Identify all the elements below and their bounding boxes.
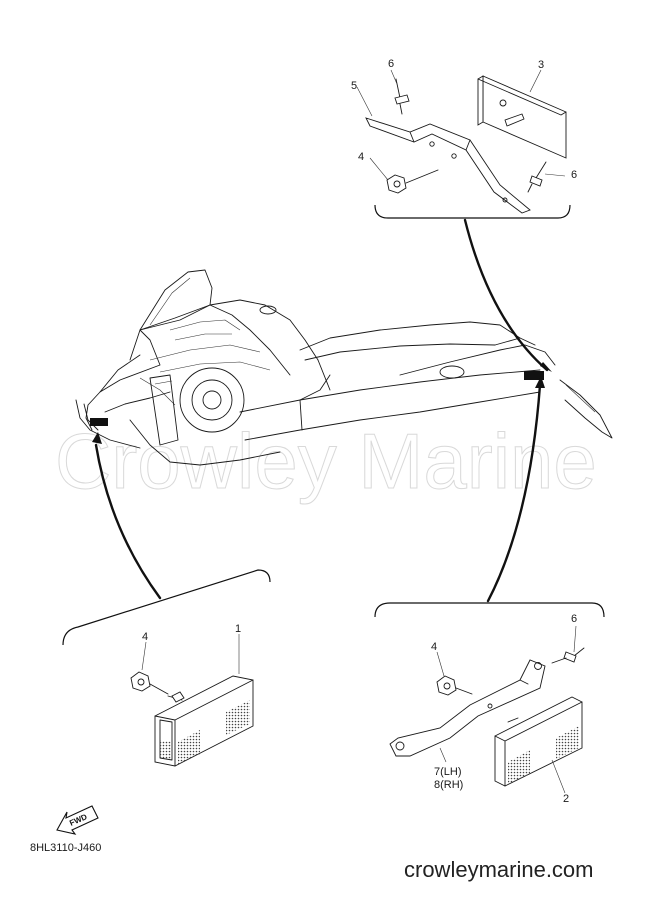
callout-4-left: 4 xyxy=(142,631,148,643)
callout-5: 5 xyxy=(351,80,357,92)
part-5-bracket xyxy=(365,117,531,214)
left-leader-line xyxy=(94,443,162,600)
part-4-nut-top xyxy=(386,169,439,194)
callout-7: 7(LH) xyxy=(434,766,462,778)
front-reflector-mark xyxy=(90,418,108,426)
top-detail-group: 3 5 6 4 6 xyxy=(351,58,577,372)
part-1-reflector xyxy=(154,675,254,767)
fwd-arrow: FWD xyxy=(56,805,99,835)
left-detail-group: 1 4 xyxy=(62,432,271,767)
right-detail-bracket xyxy=(374,602,605,618)
top-leader-line xyxy=(463,218,549,372)
left-detail-bracket xyxy=(62,569,271,646)
callout-3: 3 xyxy=(538,59,544,71)
part-6-rivet-right xyxy=(551,647,585,664)
callout-1: 1 xyxy=(235,623,241,635)
part-7-8-bracket xyxy=(389,659,546,757)
callout-6-right: 6 xyxy=(571,613,577,625)
part-2-reflector xyxy=(494,696,583,787)
callout-8: 8(RH) xyxy=(434,779,463,791)
callout-4-top: 4 xyxy=(358,151,364,163)
site-url[interactable]: crowleymarine.com xyxy=(404,857,594,882)
callout-4-right: 4 xyxy=(431,641,437,653)
diagram-code: 8HL3110-J460 xyxy=(30,842,102,854)
part-6-rivet-top-a xyxy=(394,78,410,115)
callout-6-top-a: 6 xyxy=(388,58,394,70)
watermark-text: Crowley Marine xyxy=(55,417,597,505)
right-detail-group: 4 6 7(LH) 8(RH) 2 xyxy=(374,376,605,805)
rear-reflector-mark xyxy=(524,371,544,380)
snowmobile-outline xyxy=(75,269,613,466)
right-leader-line xyxy=(486,383,542,603)
part-4-nut-right xyxy=(436,675,473,696)
part-6-rivet-top-b xyxy=(527,161,547,193)
callout-2: 2 xyxy=(563,793,569,805)
part-3-reflector xyxy=(477,75,567,159)
callout-6-top-b: 6 xyxy=(571,169,577,181)
top-detail-bracket xyxy=(374,204,571,219)
part-4-nut-left xyxy=(130,671,169,695)
